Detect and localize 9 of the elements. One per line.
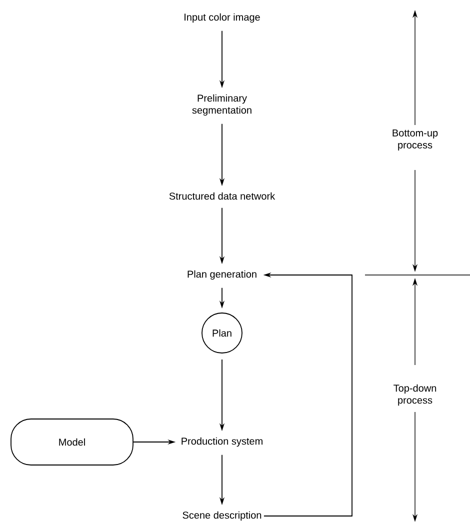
step-text: Production system [182, 437, 262, 447]
step-text: Input color image [184, 13, 260, 23]
process-label: Top-down process [394, 384, 436, 406]
step-text: Preliminary segmentation [192, 94, 252, 116]
step-text: Plan generation [188, 270, 256, 280]
step-text: Structured data network [169, 192, 276, 200]
step-text: Scene description [182, 511, 262, 521]
model-box: Model [10, 418, 134, 466]
process-label: Bottom-up process [392, 130, 438, 150]
